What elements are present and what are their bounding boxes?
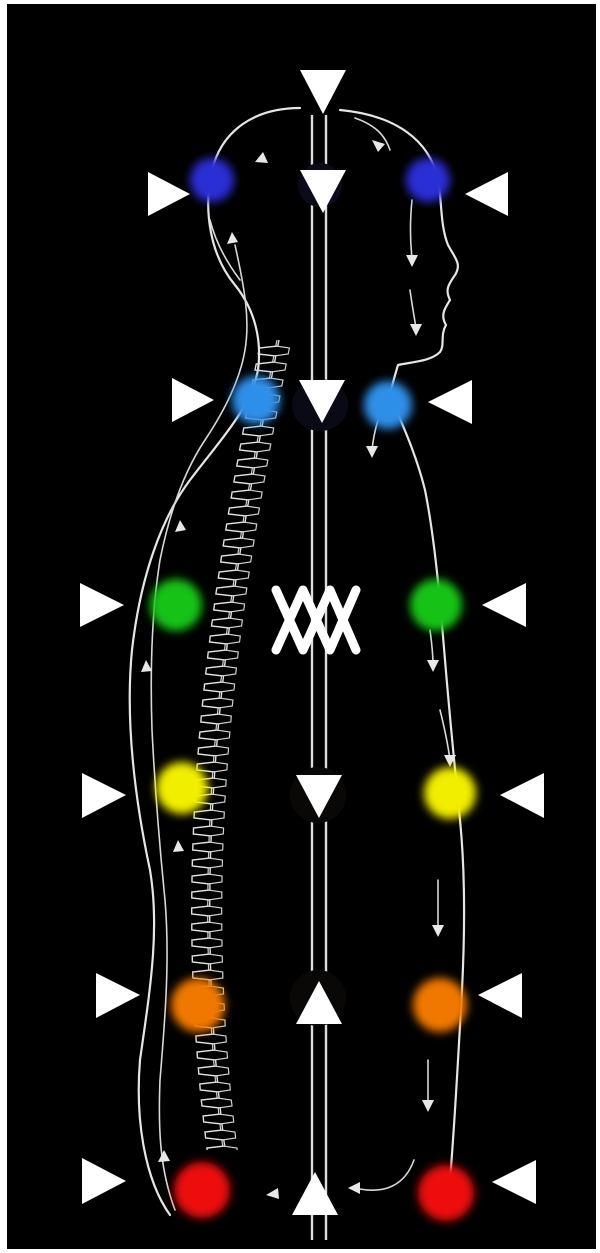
- sacral-orb-left: [171, 978, 225, 1032]
- crown-orb-right: [406, 158, 450, 202]
- triangle-marker-icon: [300, 170, 346, 213]
- triangle-marker-icon: [492, 1160, 536, 1204]
- heart-orb-right: [410, 579, 462, 631]
- heart-orb-left: [150, 579, 202, 631]
- left-markers: [80, 172, 214, 1204]
- triangle-marker-icon: [465, 172, 508, 216]
- diagram-background: [7, 4, 596, 1249]
- sacral-orb-right: [413, 978, 467, 1032]
- ascending-flow-arrows: [141, 152, 268, 1162]
- triangle-marker-icon: [292, 1172, 338, 1215]
- central-markers: [292, 70, 346, 1215]
- triangle-marker-icon: [296, 981, 342, 1024]
- triangle-marker-icon: [500, 773, 544, 818]
- solar-plexus-orb-left: [156, 762, 208, 814]
- triangle-marker-icon: [96, 973, 140, 1018]
- triangle-marker-icon: [299, 380, 345, 423]
- triangle-marker-icon: [296, 775, 342, 818]
- throat-orb-right: [364, 381, 412, 429]
- root-orb-left: [174, 1162, 230, 1218]
- root-orb-right: [418, 1165, 474, 1221]
- triangle-marker-icon: [172, 378, 214, 422]
- triangle-marker-icon: [82, 773, 126, 818]
- right-markers: [428, 172, 544, 1204]
- solar-plexus-orb-right: [424, 767, 476, 819]
- triangle-marker-icon: [300, 70, 346, 114]
- triangle-marker-icon: [82, 1158, 126, 1204]
- triangle-marker-icon: [148, 172, 190, 216]
- triangle-marker-icon: [478, 973, 522, 1018]
- triangle-marker-icon: [80, 583, 124, 627]
- energy-orbs: [150, 158, 476, 1221]
- throat-orb-left: [232, 376, 280, 424]
- triangle-marker-icon: [428, 380, 472, 424]
- crown-orb-left: [190, 158, 234, 202]
- triangle-marker-icon: [482, 583, 526, 627]
- double-chevron-x-icon: [271, 585, 361, 655]
